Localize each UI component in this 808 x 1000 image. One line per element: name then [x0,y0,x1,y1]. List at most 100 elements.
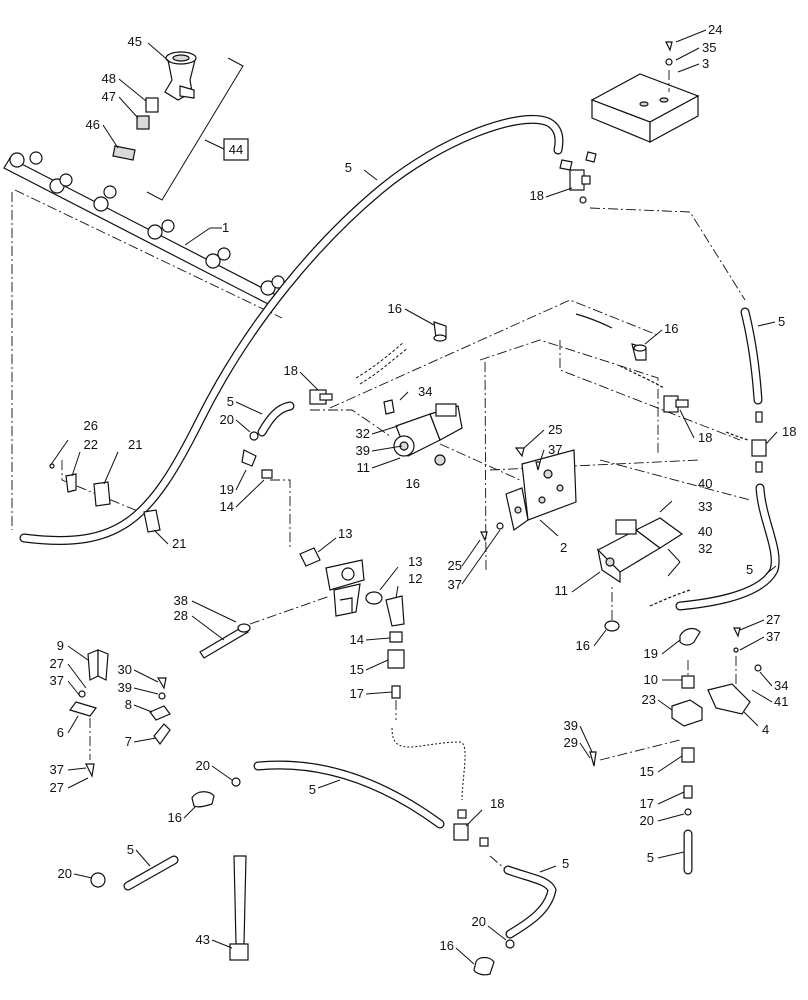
callout-label: 43 [196,932,210,947]
callout-label: 47 [102,89,116,104]
callout-label: 7 [125,734,132,749]
callout-label: 17 [350,686,364,701]
nozzle-cap-part-46 [112,145,136,161]
part-48 [145,97,159,113]
callout-label: 37 [766,629,780,644]
callout-label: 1 [222,220,229,235]
guide-line [61,460,151,517]
callout-label: 20 [58,866,72,881]
nozzle-body-part-45 [164,51,197,101]
fitting-part-15-right [681,747,695,763]
bracket-part-6 [69,701,97,717]
callout-label: 18 [490,796,504,811]
callout-label: 6 [57,725,64,740]
callout-label: 18 [530,188,544,203]
callout-label: 5 [127,842,134,857]
callout-label: 15 [640,764,654,779]
plate-part-3 [590,73,700,144]
callout-label: 45 [128,34,142,49]
callout-label: 18 [782,424,796,439]
callout-label: 20 [472,914,486,929]
callout-label: 5 [309,782,316,797]
callout-label: 8 [125,697,132,712]
callout-label: 16 [406,476,420,491]
bracket-part-2 [505,449,577,532]
callout-label: 40 [698,476,712,491]
tee-fitting-part-18-right [751,411,767,473]
bolt-part-29 [199,625,249,659]
callout-label: 4 [762,722,769,737]
callout-label: 21 [128,437,142,452]
tee-fitting-part-18-bottom [453,809,489,847]
washer-part-36 [665,58,673,66]
elbow-part-12 [385,595,405,627]
clamp-part-21-b [143,509,161,533]
clip-part-8 [149,705,171,721]
hose-part-5-right-upper [740,307,763,405]
reference-box-44 [223,138,249,161]
callout-label: 38 [174,593,188,608]
hose-part-5-loose [123,855,179,891]
callout-label: 25 [448,558,462,573]
callout-label: 5 [227,394,234,409]
callout-label: 9 [57,638,64,653]
block-part-23 [671,699,703,727]
callout-label: 35 [702,40,716,55]
callout-label: 39 [356,443,370,458]
fitting-part-10 [681,675,695,689]
callout-label: 16 [664,321,678,336]
callout-label: 3 [702,56,709,71]
callout-label: 48 [102,71,116,86]
callout-label: 17 [640,796,654,811]
callout-label: 21 [172,536,186,551]
callout-label: 39 [564,718,578,733]
callout-label: 13 [338,526,352,541]
callout-label: 5 [345,160,352,175]
callout-label: 27 [50,656,64,671]
clamp-part-21-a [93,481,111,507]
callout-label: 39 [118,680,132,695]
callout-label: 40 [698,524,712,539]
spring-hose [391,727,466,801]
elbow-fitting-part-16-top [433,321,447,342]
callout-label: 20 [196,758,210,773]
fitting-part-17-right [683,785,693,799]
callout-label: 26 [84,418,98,433]
callout-label: 29 [564,735,578,750]
callout-label: 24 [708,22,722,37]
bracket-part-4 [707,683,751,715]
callout-label: 37 [50,673,64,688]
callout-label: 20 [220,412,234,427]
callout-label: 19 [644,646,658,661]
callout-label: 14 [350,632,364,647]
spray-boom-part-1 [3,151,285,307]
callout-label: 37 [50,762,64,777]
callout-label: 23 [642,692,656,707]
cable-tie-part-43 [233,855,247,945]
callout-label: 16 [168,810,182,825]
callout-label: 30 [118,662,132,677]
callout-label: 18 [698,430,712,445]
callout-label: 28 [174,608,188,623]
callout-label: 16 [576,638,590,653]
callout-label: 27 [50,780,64,795]
fitting-part-15 [387,649,405,669]
nut-part-14-b [389,631,403,643]
clip-part-9 [87,649,109,681]
fitting-part-13 [365,591,383,605]
callout-label: 15 [350,662,364,677]
callout-label: 25 [548,422,562,437]
tee-fitting-part-18-left [309,389,333,405]
callout-label: 41 [774,694,788,709]
callout-label: 32 [356,426,370,441]
tee-fitting-part-18-top [559,151,597,204]
hose-part-5-short [257,401,295,437]
pump-part-11-lower [596,517,684,584]
clip-part-22 [65,473,77,493]
callout-label: 22 [84,437,98,452]
nut-part-14 [261,469,273,479]
callout-label: 32 [698,541,712,556]
callout-label: 37 [448,577,462,592]
